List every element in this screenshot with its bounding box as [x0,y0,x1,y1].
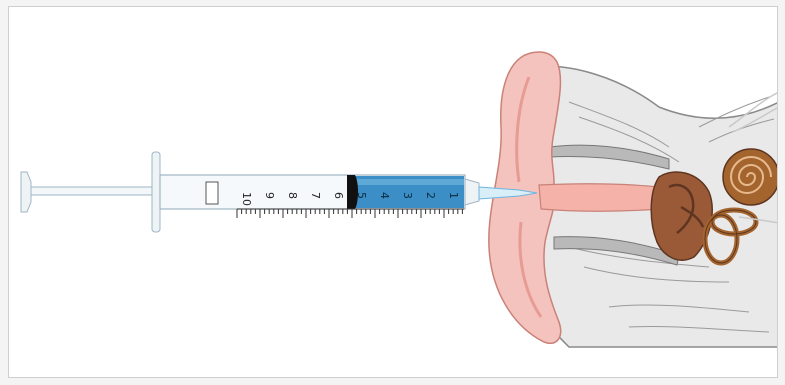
scale-label: 5 [355,192,368,199]
scale-label: 10 [240,192,253,206]
scale-label: 2 [424,192,437,199]
scale-label: 1 [447,192,460,199]
cochlea [723,149,778,205]
syringe: 10 9 8 7 6 5 4 3 2 1 [21,152,537,232]
scale-ticks [237,209,462,218]
plunger-rod [24,187,164,195]
ear-anatomy [489,52,778,347]
liquid-highlight [354,179,464,185]
syringe-hub [465,179,479,205]
scale-label: 9 [263,192,276,199]
illustration-frame: 10 9 8 7 6 5 4 3 2 1 [8,6,778,378]
barrel-label-box [206,182,218,204]
scale-label: 7 [309,192,322,199]
scale-label: 4 [378,192,391,199]
scale-label: 3 [401,192,414,199]
ear-injection-illustration: 10 9 8 7 6 5 4 3 2 1 [9,7,778,378]
scale-label: 6 [332,192,345,199]
thumb-rest [21,172,31,212]
finger-flange [152,152,160,232]
scale-label: 8 [286,192,299,199]
